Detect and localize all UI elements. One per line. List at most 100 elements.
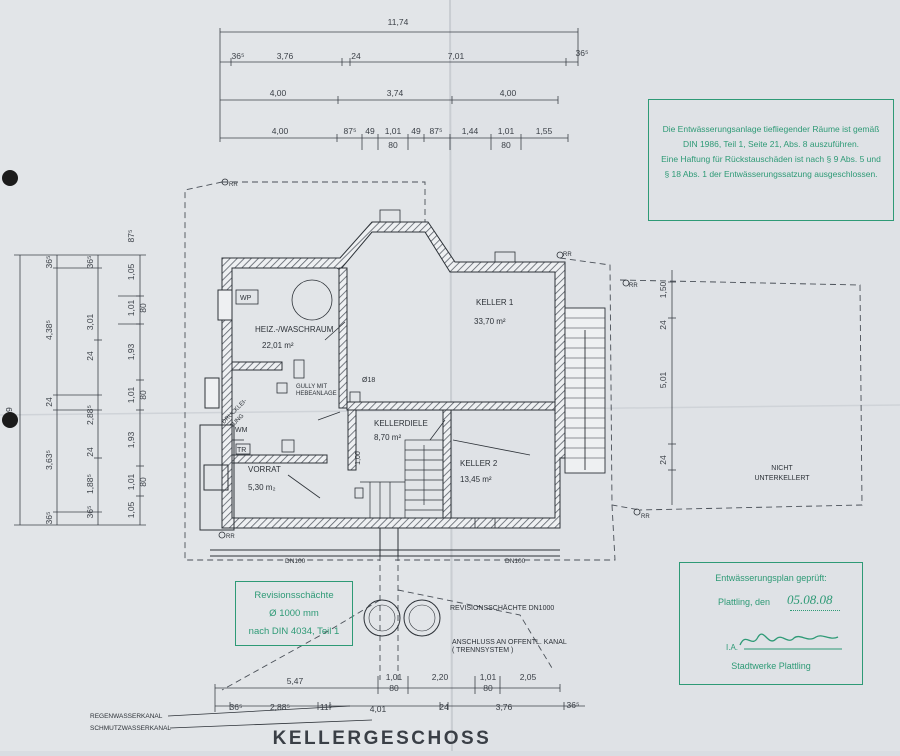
room-heiz-area: 22,01 m²	[262, 341, 294, 350]
nicht-unterkellert-2: UNTERKELLERT	[754, 475, 810, 482]
approval-place: Plattling, den	[718, 597, 771, 607]
plan-title: KELLERGESCHOSS	[273, 728, 492, 749]
svg-text:1,44: 1,44	[462, 126, 479, 136]
svg-text:GULLY MIT: GULLY MIT	[296, 384, 327, 390]
svg-text:1,05: 1,05	[126, 501, 136, 518]
svg-text:4,38⁵: 4,38⁵	[44, 320, 54, 340]
notice-line-1: Die Entwässerungsanlage tiefliegender Rä…	[662, 124, 880, 134]
approval-title: Entwässerungsplan geprüft:	[715, 573, 827, 583]
svg-text:1,01: 1,01	[498, 126, 515, 136]
notice-line-3: Eine Haftung für Rückstauschäden ist nac…	[661, 154, 881, 164]
svg-text:3,76: 3,76	[277, 51, 294, 61]
svg-text:WM: WM	[235, 427, 248, 434]
exterior-stair	[564, 307, 606, 474]
svg-text:1,01: 1,01	[126, 473, 136, 490]
svg-text:1,55: 1,55	[536, 126, 553, 136]
svg-text:1,93: 1,93	[126, 343, 136, 360]
svg-text:24: 24	[439, 702, 449, 712]
svg-text:RR: RR	[226, 534, 235, 540]
room-kellerdiele-name: KELLERDIELE	[374, 419, 428, 428]
notice-line-4: § 18 Abs. 1 der Entwässerungssatzung aus…	[664, 169, 878, 179]
svg-text:1,05: 1,05	[126, 263, 136, 280]
approval-authority: Stadtwerke Plattling	[731, 661, 811, 671]
pipe-labels: DN100 DN100 REVISIONSSCHÄCHTE DN1000 ANS…	[90, 558, 567, 732]
svg-text:24: 24	[658, 320, 668, 330]
revision-label: REVISIONSSCHÄCHTE DN1000	[450, 604, 554, 612]
svg-text:RR: RR	[629, 283, 638, 289]
revision-stamp: Revisionsschächte Ø 1000 mm nach DIN 403…	[235, 581, 353, 646]
svg-text:24: 24	[658, 455, 668, 465]
svg-text:80: 80	[138, 477, 148, 487]
room-keller2-name: KELLER 2	[460, 459, 498, 468]
revision-stamp-line-3: nach DIN 4034, Teil 1	[248, 626, 340, 637]
inner-stair	[360, 439, 444, 519]
svg-text:4,00: 4,00	[500, 88, 517, 98]
svg-text:11⁵: 11⁵	[320, 702, 332, 712]
svg-text:1,93: 1,93	[126, 431, 136, 448]
left-dimension-labels: 36⁵ 4,38⁵ 24 3,63⁵ 36⁵ 36⁵ 3,01 24 2,88⁵…	[4, 230, 148, 525]
room-vorrat-area: 5,30 m₂	[248, 483, 276, 492]
approval-date: 05.08.08	[787, 592, 833, 607]
room-kellerdiele-area: 8,70 m²	[374, 433, 401, 442]
punch-hole-top	[2, 170, 18, 186]
svg-text:80: 80	[501, 140, 511, 150]
svg-text:3,01: 3,01	[85, 313, 95, 330]
dim-total: 11,74	[388, 17, 409, 27]
revision-stamp-line-2: Ø 1000 mm	[269, 608, 319, 619]
svg-text:2,20: 2,20	[432, 672, 449, 682]
dimension-lines	[14, 28, 676, 712]
svg-text:4,00: 4,00	[270, 88, 287, 98]
svg-text:1,01: 1,01	[386, 672, 403, 682]
svg-text:RR: RR	[563, 252, 572, 258]
svg-text:7,01: 7,01	[448, 51, 465, 61]
sewer-pipes	[210, 528, 560, 557]
room-heiz-name: HEIZ.-/WASCHRAUM	[255, 325, 334, 334]
svg-text:36⁵: 36⁵	[44, 256, 54, 269]
svg-text:1,01: 1,01	[126, 386, 136, 403]
svg-text:RR: RR	[229, 182, 238, 188]
room-keller1-area: 33,70 m²	[474, 317, 506, 326]
svg-text:3,76: 3,76	[496, 702, 513, 712]
room-vorrat-name: VORRAT	[248, 465, 281, 474]
svg-text:99: 99	[4, 407, 14, 417]
room-keller2-area: 13,45 m²	[460, 475, 492, 484]
anschluss-label-1: ANSCHLUSS AN OFFENTL. KANAL	[452, 639, 567, 646]
svg-text:Ø18: Ø18	[362, 377, 375, 384]
svg-text:36⁵: 36⁵	[232, 51, 245, 61]
svg-text:3,74: 3,74	[387, 88, 404, 98]
revision-manholes	[363, 599, 441, 637]
svg-text:2,88⁵: 2,88⁵	[270, 702, 290, 712]
svg-text:1,01: 1,01	[480, 672, 497, 682]
svg-text:1,50: 1,50	[658, 281, 668, 298]
signature-icon	[739, 633, 842, 650]
schmutzwasser-label: SCHMUTZWASSERKANAL	[90, 725, 171, 732]
svg-text:24: 24	[351, 51, 361, 61]
svg-text:TR: TR	[237, 447, 246, 454]
svg-text:24: 24	[85, 447, 95, 457]
svg-text:87⁵: 87⁵	[430, 126, 443, 136]
svg-text:36⁵: 36⁵	[230, 702, 243, 712]
svg-text:24: 24	[85, 351, 95, 361]
svg-text:80: 80	[138, 303, 148, 313]
svg-text:36⁵: 36⁵	[567, 700, 580, 710]
fixtures	[218, 178, 641, 539]
approval-ia: I.A.	[726, 643, 739, 652]
svg-text:80: 80	[389, 683, 399, 693]
svg-text:4,01: 4,01	[370, 704, 387, 714]
svg-text:5,47: 5,47	[287, 676, 304, 686]
punch-hole-bottom	[2, 412, 18, 428]
svg-text:1,88⁵: 1,88⁵	[85, 474, 95, 494]
svg-text:36⁵: 36⁵	[44, 512, 54, 525]
svg-text:24: 24	[44, 397, 54, 407]
svg-text:1,01: 1,01	[126, 299, 136, 316]
svg-text:87⁵: 87⁵	[344, 126, 357, 136]
svg-text:2,05: 2,05	[520, 672, 537, 682]
svg-text:49: 49	[411, 126, 421, 136]
svg-text:RR: RR	[641, 514, 650, 520]
nicht-unterkellert-1: NICHT	[771, 465, 793, 472]
revision-stamp-line-1: Revisionsschächte	[254, 590, 334, 601]
svg-text:DN100: DN100	[505, 558, 526, 565]
svg-text:DN100: DN100	[285, 558, 306, 565]
